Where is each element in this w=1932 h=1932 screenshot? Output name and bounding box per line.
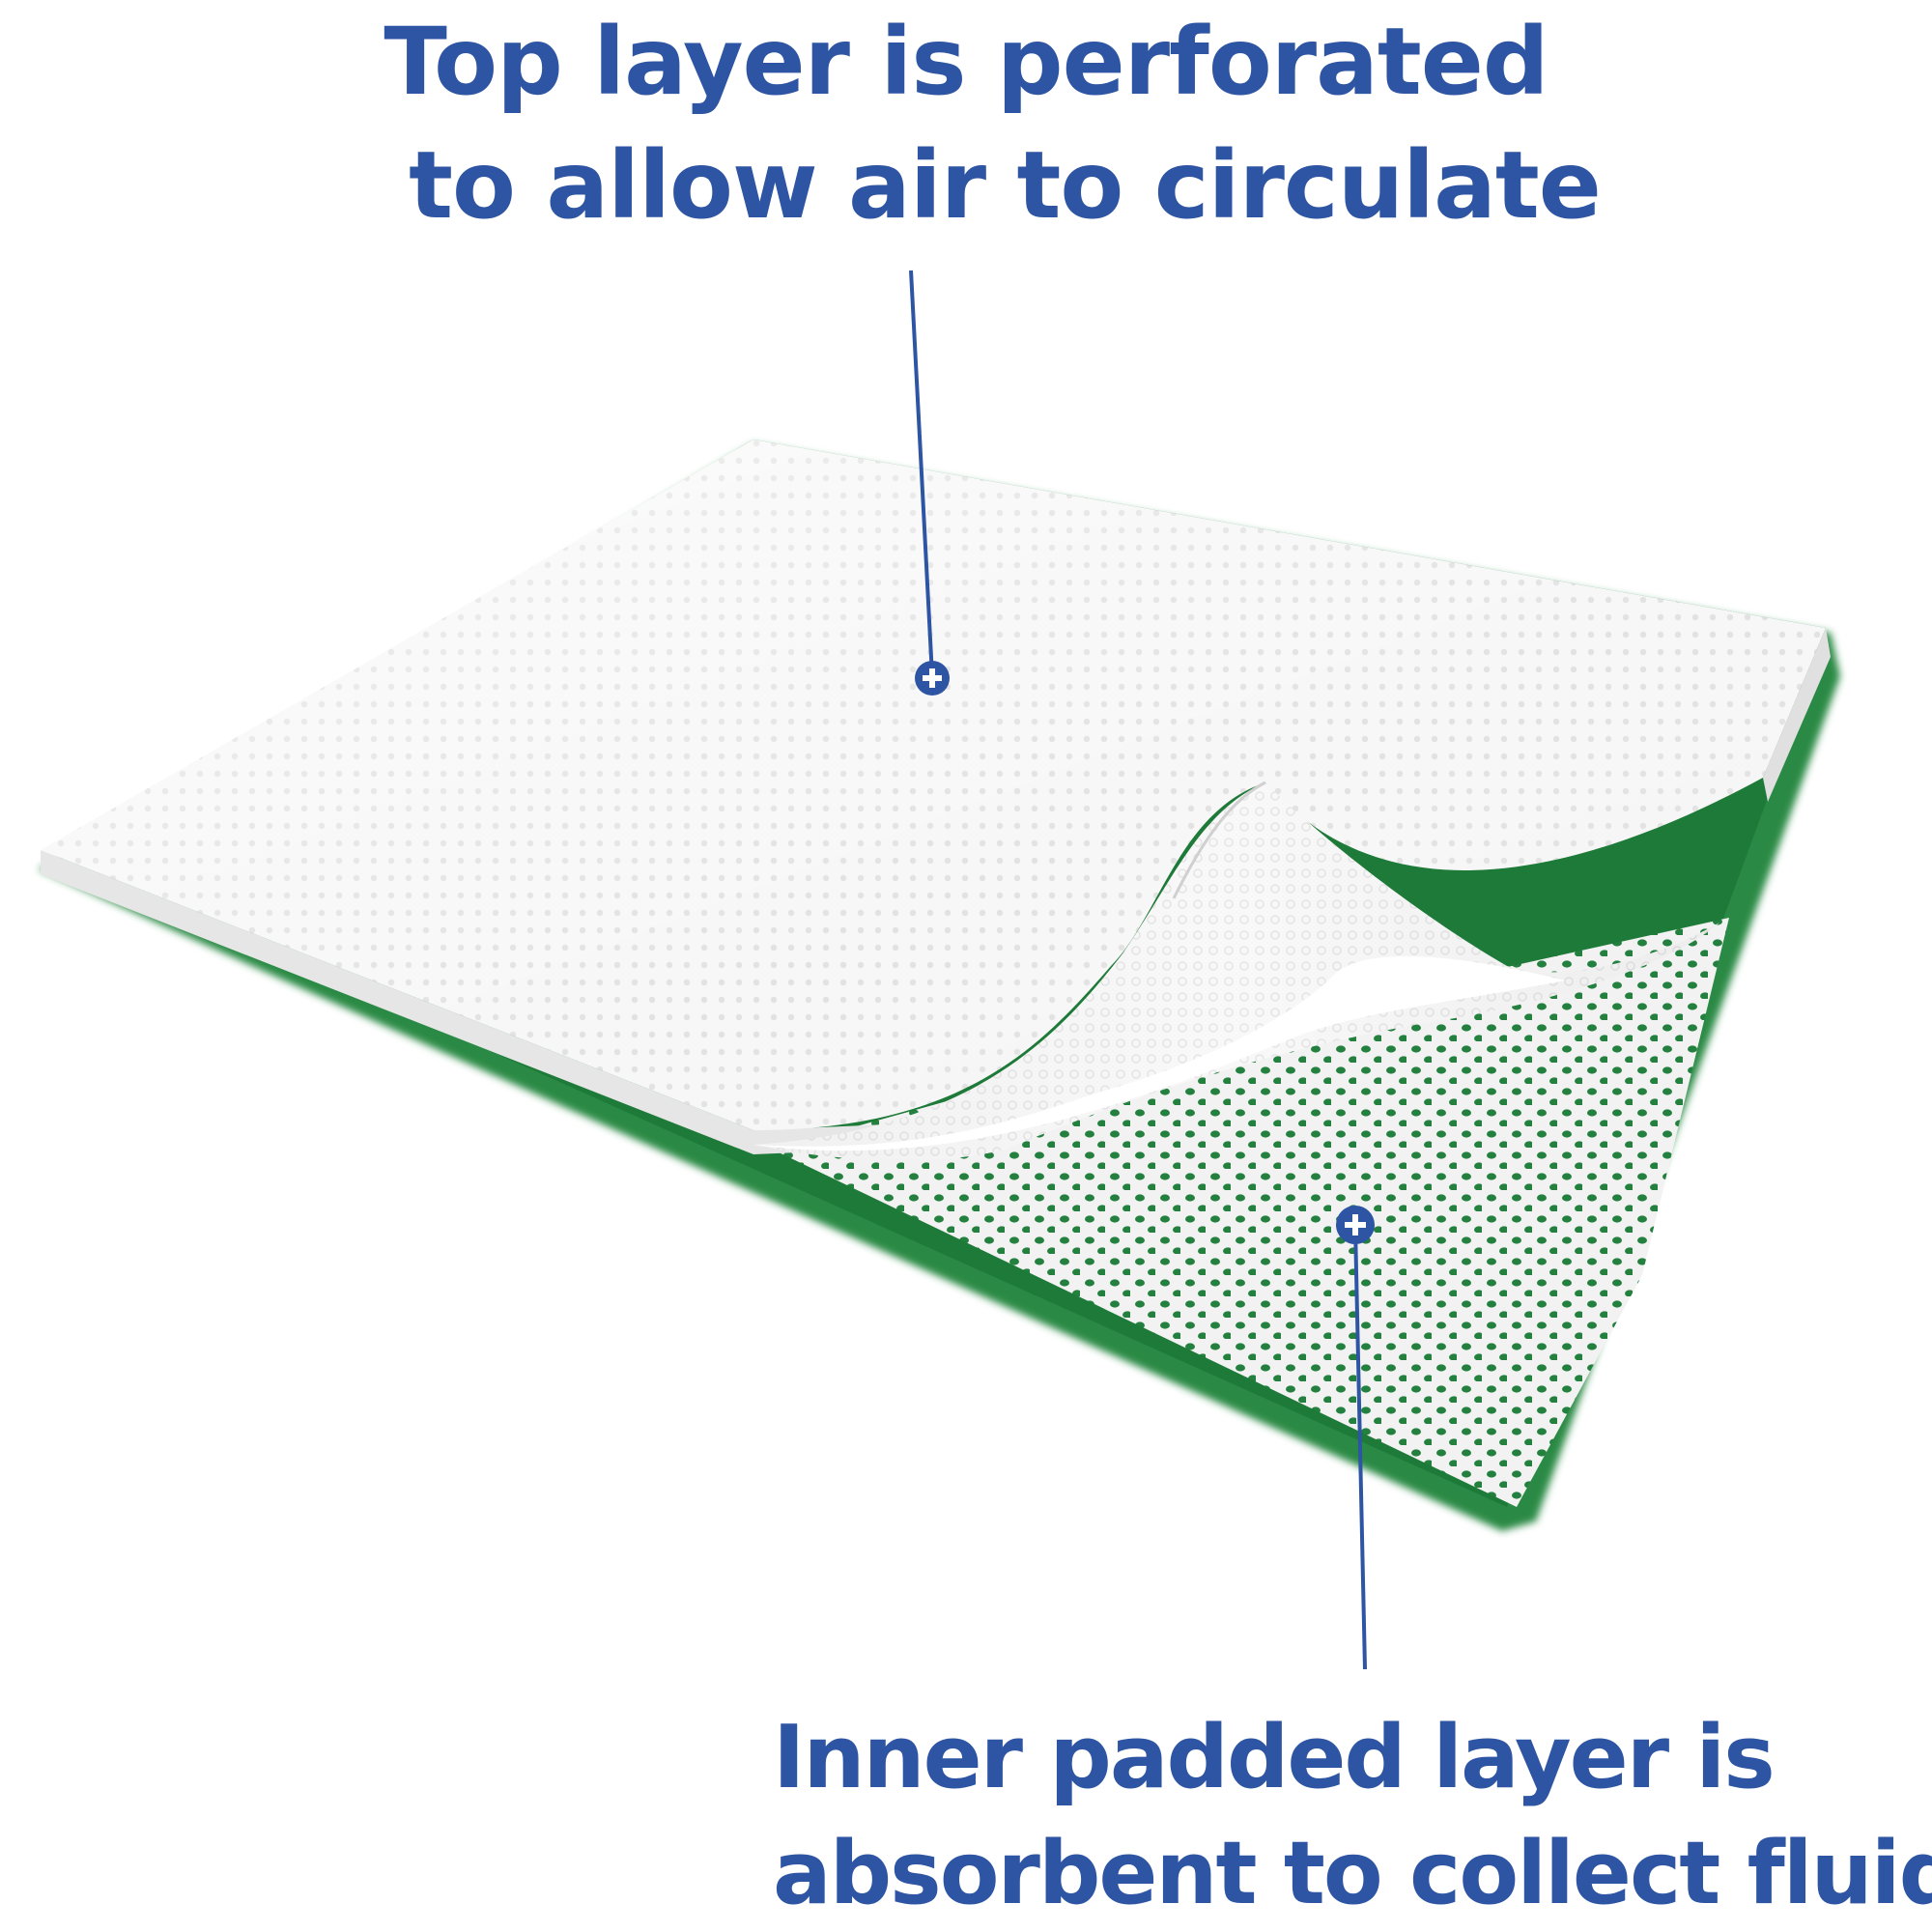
inner-layer-callout-line2: absorbent to collect fluid xyxy=(773,1823,1932,1924)
top-layer xyxy=(41,440,1831,1154)
top-layer-leader xyxy=(909,270,950,696)
plus-circle-icon xyxy=(915,661,950,696)
inner-layer-callout-line1: Inner padded layer is xyxy=(773,1707,1776,1808)
top-layer-callout-line1: Top layer is perforated xyxy=(384,8,1548,116)
top-layer-callout: Top layer is perforated to allow air to … xyxy=(0,0,1932,247)
inner-layer-leader xyxy=(1336,1206,1375,1670)
top-layer-callout-line2: to allow air to circulate xyxy=(409,131,1602,240)
peeled-corner xyxy=(753,781,1719,1161)
plus-circle-icon xyxy=(1336,1206,1375,1244)
inner-padded-layer xyxy=(773,918,1729,1507)
inner-layer-callout: Inner padded layer is absorbent to colle… xyxy=(773,1700,1932,1932)
